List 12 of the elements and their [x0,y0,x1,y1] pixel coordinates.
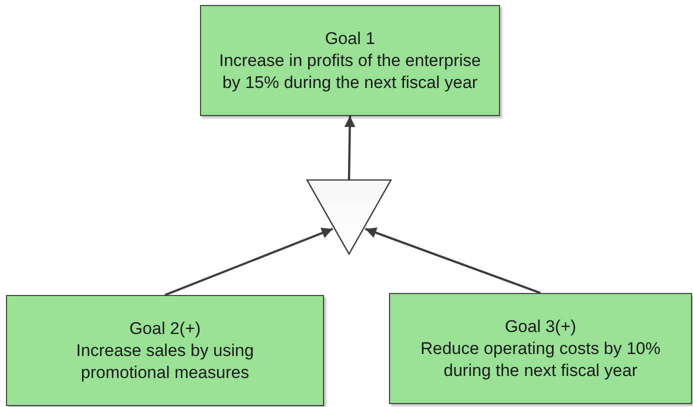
arrow [364,227,541,294]
goal-title: Goal 3(+) [504,316,576,338]
arrow [164,228,334,296]
goal-box [389,293,692,404]
goal-title: Goal 2(+) [129,318,201,340]
goal-description: Increase in profits of the enterprise by 15% during the next fiscal year [218,50,482,94]
arrow [344,116,356,180]
goal-title: Goal 1 [324,28,376,50]
goal-description: Reduce operating costs by 10% during the next fiscal year [419,338,662,382]
goal-box [6,295,324,406]
goal-description: Increase sales by using promotional measures [75,340,255,384]
goal-box [200,5,500,116]
